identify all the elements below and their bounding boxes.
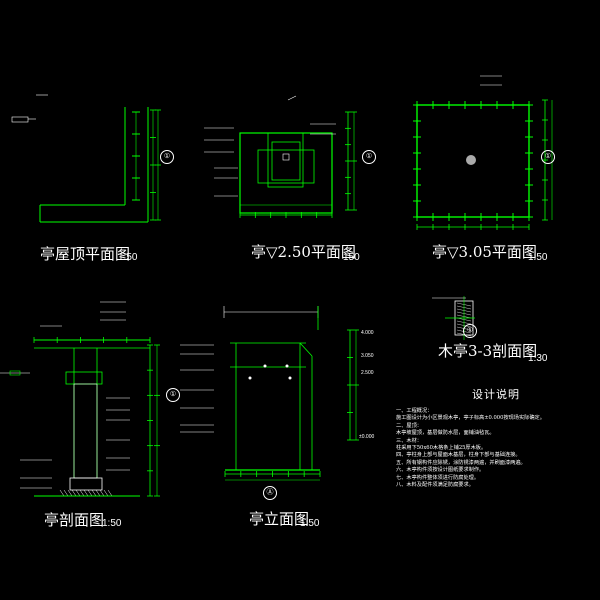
- ground-hatch: [95, 489, 101, 497]
- drawing-title-plan-305: 亭▽3.05平面图: [432, 243, 537, 261]
- axis-marker: ①: [463, 324, 477, 338]
- plan-outline: [416, 104, 530, 218]
- ground-hatch: [87, 489, 93, 497]
- elevation-node: [248, 376, 252, 380]
- elevation-level-label: 3.050: [361, 353, 374, 359]
- design-note-line: 三、木材：: [396, 437, 422, 444]
- design-note-line: 木亭坡屋顶，基层做防水层，面铺油毡瓦。: [396, 430, 495, 437]
- plan-center: [282, 153, 290, 161]
- ground-hatch: [63, 489, 69, 497]
- drawing-title-elevation: 亭立面图: [249, 510, 310, 528]
- elevation-level-label: 2.500: [361, 370, 374, 376]
- design-note-line: 五、所有钢构件应除锈，涂防锈漆两遍，并刷面漆两遍。: [396, 459, 526, 466]
- plan-core: [271, 141, 301, 181]
- axis-marker: ①: [166, 388, 180, 402]
- drawing-scale-roof-plan: 1:50: [118, 252, 138, 263]
- center-post: [466, 155, 476, 165]
- axis-marker: ①: [160, 150, 174, 164]
- design-notes-title: 设计说明: [472, 388, 520, 401]
- drawing-title-plan-250: 亭▽2.50平面图: [251, 243, 356, 261]
- design-note-line: 八、木料及配件须满足防腐要求。: [396, 482, 474, 489]
- design-note-line: 一、工程概况：: [396, 408, 433, 414]
- section-footing: [69, 477, 103, 491]
- section-post: [73, 383, 98, 479]
- elevation-node: [285, 364, 289, 368]
- ground-hatch: [103, 489, 109, 497]
- drawing-title-detail-33: 木亭3-3剖面图: [438, 342, 538, 360]
- drawing-scale-plan-250: 150: [343, 252, 360, 263]
- elevation-node: [263, 364, 267, 368]
- ground-hatch: [107, 489, 113, 497]
- ground-hatch: [71, 489, 77, 497]
- drawing-scale-elevation: 1:50: [300, 518, 320, 529]
- drawing-scale-section: 1:50: [102, 518, 122, 529]
- design-note-line: 六、木亭构件须按设计图纸要求制作。: [396, 467, 485, 474]
- ground-hatch: [59, 489, 65, 497]
- axis-marker: Ⓐ: [263, 486, 277, 500]
- ground-hatch: [79, 489, 85, 497]
- roof-slope: [299, 342, 313, 357]
- label-box: [11, 116, 29, 123]
- elevation-level-label: 4.000: [361, 330, 374, 336]
- ground-hatch: [99, 489, 105, 497]
- label-box: [9, 370, 21, 376]
- plan-inner: [267, 132, 304, 188]
- plan-inner: [257, 149, 315, 184]
- plan-outline: [239, 132, 333, 214]
- design-note-line: 二、屋顶：: [396, 422, 422, 429]
- ground-hatch: [75, 489, 81, 497]
- drawing-scale-plan-305: 1:50: [528, 252, 548, 263]
- axis-marker: ①: [362, 150, 376, 164]
- design-note-line: 柱采用下50x60木格条上铺25厚木板。: [396, 445, 487, 452]
- ground-hatch: [91, 489, 97, 497]
- axis-marker: ①: [541, 150, 555, 164]
- elevation-level-label: ±0.000: [359, 434, 375, 440]
- ground-hatch: [83, 489, 89, 497]
- design-notes: 设计说明 一、工程概况： 施工图设计为小区景观木亭，亭子标高±0.000按现场实…: [396, 386, 596, 489]
- drawing-title-section: 亭剖面图: [44, 511, 105, 529]
- elevation-node: [288, 376, 292, 380]
- drawing-scale-detail-33: 1:30: [528, 353, 548, 364]
- design-note-line: 七、木亭构件整体须进行防腐处理。: [396, 474, 480, 481]
- design-notes-body: 一、工程概况： 施工图设计为小区景观木亭，亭子标高±0.000按现场实际确定。二…: [396, 408, 596, 489]
- north-mark: [287, 95, 297, 101]
- design-note-line: 四、亭柱身上部与屋面木基层，柱身下部与基础连接。: [396, 452, 521, 459]
- drawing-title-roof-plan: 亭屋顶平面图: [40, 245, 131, 263]
- design-note-line: 施工图设计为小区景观木亭，亭子标高±0.000按现场实际确定。: [396, 415, 545, 422]
- ground-hatch: [67, 489, 73, 497]
